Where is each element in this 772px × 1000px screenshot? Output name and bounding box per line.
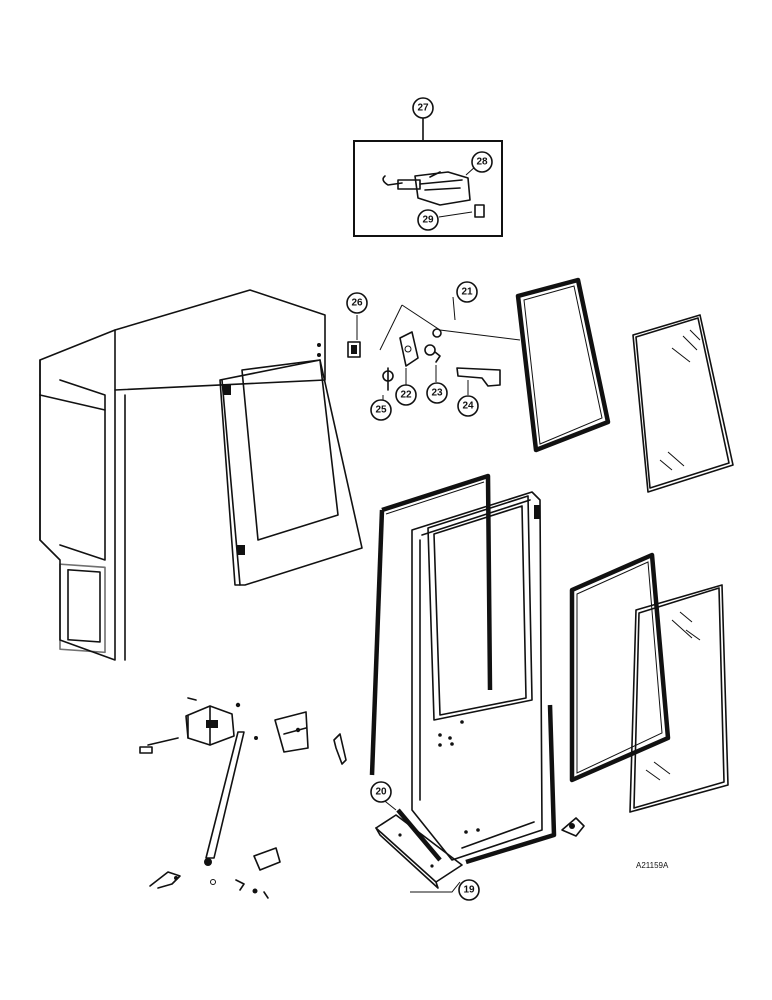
callout-27: 27	[412, 97, 434, 119]
part-20-strip	[380, 797, 442, 862]
callout-26: 26	[346, 292, 368, 314]
callout-20: 20	[370, 781, 392, 803]
upper-window-glass	[632, 314, 734, 493]
upper-window-seal	[515, 277, 611, 453]
callout-21: 21	[456, 281, 478, 303]
small-bracket-part	[561, 817, 585, 837]
lower-window-glass	[629, 584, 729, 813]
svg-text:26: 26	[351, 298, 363, 309]
callout-19: 19	[458, 879, 480, 901]
svg-text:24: 24	[462, 401, 474, 412]
drawing-code: A21159A	[636, 861, 669, 870]
cab-body	[39, 289, 363, 661]
svg-text:28: 28	[476, 157, 488, 168]
door-seal	[369, 473, 493, 776]
door-edge-seal	[465, 704, 557, 865]
callout-29: 29	[417, 209, 439, 231]
callout-28: 28	[471, 151, 493, 173]
part-19-plate	[375, 814, 463, 893]
callout-22: 22	[395, 384, 417, 406]
lower-window-seal	[569, 552, 671, 783]
latch-inset-box	[353, 117, 503, 237]
svg-text:25: 25	[375, 405, 387, 416]
svg-text:27: 27	[417, 103, 429, 114]
svg-text:22: 22	[400, 390, 412, 401]
svg-text:21: 21	[461, 287, 473, 298]
svg-text:19: 19	[463, 885, 475, 896]
callout-24: 24	[457, 395, 479, 417]
callout-25: 25	[370, 399, 392, 421]
callout-23: 23	[426, 382, 448, 404]
svg-text:29: 29	[422, 215, 434, 226]
svg-text:20: 20	[375, 787, 387, 798]
part-group-21	[379, 296, 521, 400]
part-26	[347, 315, 361, 358]
door-lock-linkage	[139, 697, 347, 899]
svg-text:23: 23	[431, 388, 443, 399]
door-frame	[411, 491, 543, 861]
